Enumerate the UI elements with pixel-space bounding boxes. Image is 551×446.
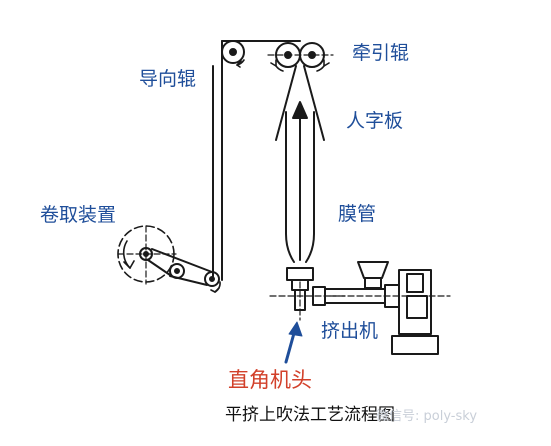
label-extruder: 挤出机	[321, 320, 379, 342]
label-nip-rollers: 牵引辊	[352, 42, 410, 64]
label-right-angle-die: 直角机头	[228, 368, 312, 392]
film-path	[212, 40, 301, 281]
watermark: 微信号: poly-sky	[376, 409, 478, 424]
winding-device	[117, 225, 221, 293]
extruder-body	[312, 261, 451, 355]
die-pointer-arrow	[284, 321, 303, 364]
diagram-caption: 平挤上吹法工艺流程图	[225, 405, 395, 425]
label-guide-roller: 导向辊	[139, 68, 197, 90]
label-winding-device: 卷取装置	[40, 204, 117, 226]
label-collapsing-board: 人字板	[346, 110, 404, 132]
film-bubble	[275, 65, 325, 263]
guide-roller	[221, 40, 245, 68]
label-film-tube: 膜管	[338, 203, 377, 225]
nip-rollers	[267, 42, 334, 72]
die-head	[269, 267, 346, 321]
